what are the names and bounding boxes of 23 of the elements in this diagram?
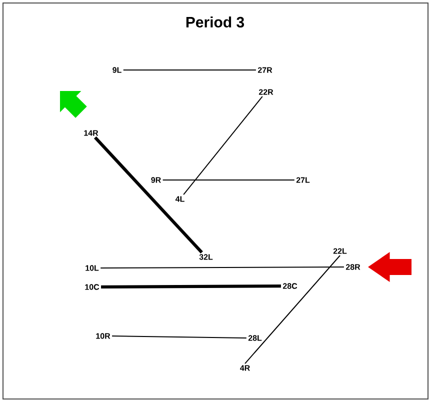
runway-line (101, 284, 281, 289)
runway-label: 9R (151, 177, 161, 183)
runway-line (112, 336, 247, 338)
runway-label: 14R (84, 130, 98, 136)
runway-label: 10C (85, 284, 100, 290)
runway-label: 4L (175, 196, 184, 202)
runway-label: 32L (199, 254, 213, 260)
runway-line (94, 136, 203, 254)
runway-label: 4R (240, 365, 250, 371)
runway-label: 28C (282, 283, 298, 289)
runway-label: 10R (96, 333, 110, 339)
runway-line (244, 255, 340, 364)
runway-line (183, 96, 263, 196)
runway-label: 27L (296, 177, 310, 183)
runway-line (100, 266, 344, 268)
runway-label: 27R (258, 67, 272, 73)
runway-label: 9L (112, 67, 122, 73)
runway-label: 10L (86, 265, 99, 271)
runway-label: 22R (258, 89, 274, 95)
runway-label: 22L (333, 248, 347, 254)
runway-label: 28L (248, 335, 262, 341)
title: Period 3 (186, 16, 244, 28)
runway-label: 28R (346, 264, 360, 270)
